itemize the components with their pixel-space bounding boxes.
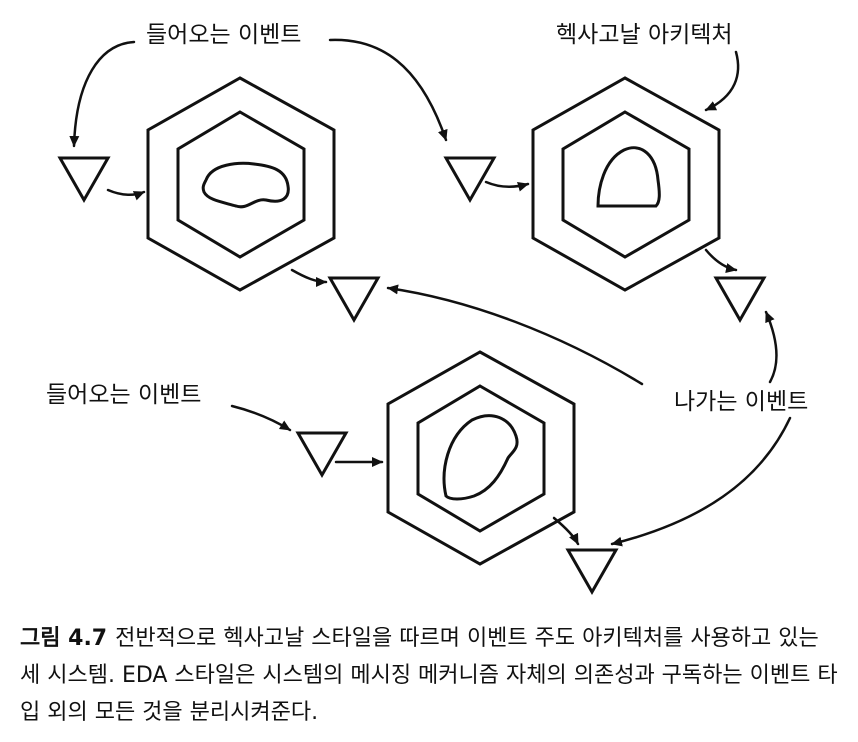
arrow-system-3-to-outgoing <box>552 516 580 546</box>
arrow-incoming-label-to-event-3 <box>230 404 292 432</box>
inner-hexagon <box>176 110 306 259</box>
domain-core-blob <box>596 146 661 208</box>
arrow-incoming-label-to-event-2 <box>328 38 448 142</box>
event-triangle-outgoing-2 <box>713 276 767 324</box>
event-triangle-incoming-1 <box>57 156 111 204</box>
outer-hexagon <box>531 76 721 292</box>
event-triangle-incoming-2 <box>443 156 497 204</box>
inner-hexagon <box>416 384 546 533</box>
system-bottom <box>386 350 576 566</box>
label-incoming-events-top: 들어오는 이벤트 <box>146 22 302 48</box>
domain-core-blob <box>201 161 290 209</box>
event-triangle-outgoing-3 <box>565 548 619 596</box>
eda-hexagonal-diagram <box>57 38 792 596</box>
label-incoming-events-bottom: 들어오는 이벤트 <box>46 382 202 408</box>
arrow-event-into-system-1 <box>106 188 146 201</box>
arrow-outgoing-label-to-event-1 <box>386 284 644 386</box>
event-triangle-outgoing-1 <box>327 276 381 324</box>
outer-hexagon <box>386 350 576 566</box>
inner-hexagon <box>561 110 691 259</box>
arrow-event-into-system-2 <box>484 180 530 192</box>
arrow-outgoing-label-to-event-2 <box>764 310 778 384</box>
arrow-hex-label-to-system <box>704 50 740 112</box>
arrow-outgoing-label-to-event-3 <box>610 416 792 547</box>
event-triangle-incoming-3 <box>295 431 349 479</box>
system-top-left <box>146 76 336 292</box>
figure-number: 그림 4.7 <box>20 626 108 651</box>
arrow-system-1-to-outgoing <box>290 268 328 287</box>
caption-text: 전반적으로 헥사고날 스타일을 따르며 이벤트 주도 아키텍처를 사용하고 있는… <box>20 626 838 725</box>
label-outgoing-events: 나가는 이벤트 <box>674 389 809 415</box>
outer-hexagon <box>146 76 336 292</box>
label-hexagonal-architecture: 헥사고날 아키텍처 <box>556 22 733 48</box>
system-top-right <box>531 76 721 292</box>
arrow-incoming-label-to-event-1 <box>69 40 136 148</box>
arrow-system-2-to-outgoing <box>704 248 738 273</box>
domain-core-blob <box>442 414 519 501</box>
